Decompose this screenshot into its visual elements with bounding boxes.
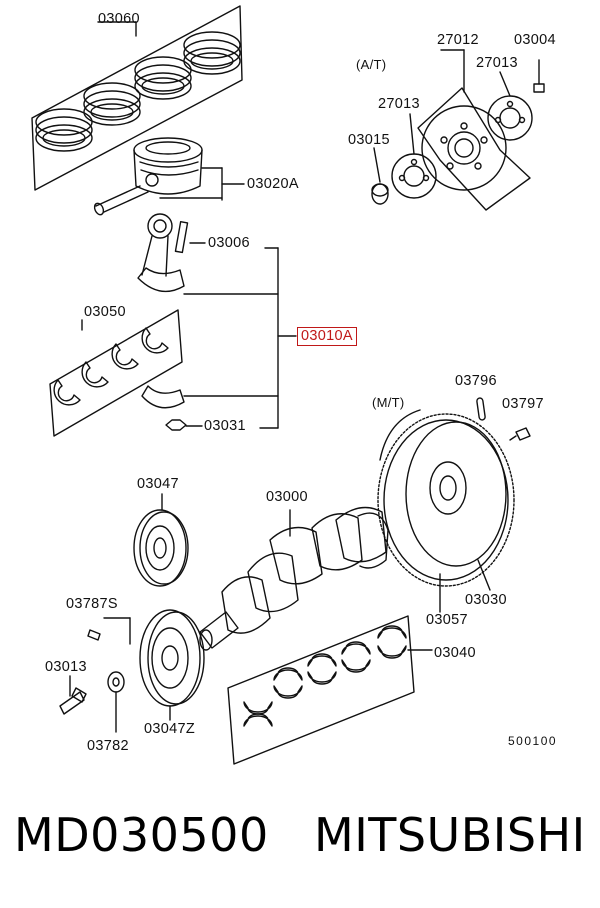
piston-rings-part	[31, 5, 243, 191]
callout-adapter-plate-left[interactable]: 27013	[378, 96, 420, 112]
callout-main-bearings[interactable]: 03040	[434, 645, 476, 661]
callout-piston[interactable]: 03020A	[247, 176, 299, 192]
callout-damper-pulley[interactable]: 03047	[137, 476, 179, 492]
connecting-rod-part	[137, 213, 297, 431]
callout-adapter-plate-right[interactable]: 27013	[476, 55, 518, 71]
callout-crankshaft[interactable]: 03000	[266, 489, 308, 505]
callout-bushing[interactable]: 03015	[348, 132, 390, 148]
at-transmission-label: (A/T)	[356, 57, 387, 72]
callout-conrod-assy-highlighted[interactable]: 03010A	[297, 327, 357, 346]
part-number: MD030500	[14, 808, 269, 862]
callout-drive-plate-bolt[interactable]: 03004	[514, 32, 556, 48]
drawing-number: 500100	[508, 734, 558, 748]
callout-rod-nut[interactable]: 03031	[204, 418, 246, 434]
mt-transmission-label: (M/T)	[372, 395, 405, 410]
brand-name: MITSUBISHI	[314, 808, 586, 862]
callout-flywheel-bolt[interactable]: 03797	[502, 396, 544, 412]
drive-plate-part	[371, 49, 545, 211]
crank-pulley-part	[59, 609, 205, 733]
callout-ring-gear[interactable]: 03057	[426, 612, 468, 628]
callout-drive-plate[interactable]: 27012	[437, 32, 479, 48]
callout-flywheel[interactable]: 03030	[465, 592, 507, 608]
callout-rod-bearings[interactable]: 03050	[84, 304, 126, 320]
callout-piston-rings[interactable]: 03060	[98, 11, 140, 27]
rod-bearings-part	[49, 309, 183, 437]
callout-pin[interactable]: 03796	[455, 373, 497, 389]
callout-key[interactable]: 03787S	[66, 596, 118, 612]
part-caption: MD030500 MITSUBISHI	[14, 812, 594, 872]
crankshaft-part	[199, 506, 389, 651]
callout-washer[interactable]: 03782	[87, 738, 129, 754]
callout-pulley-assy[interactable]: 03047Z	[144, 721, 195, 737]
damper-pulley-part	[133, 493, 189, 587]
callout-pulley-bolt[interactable]: 03013	[45, 659, 87, 675]
flywheel-part	[377, 397, 531, 613]
piston-part	[93, 137, 245, 216]
callout-rod-bolt[interactable]: 03006	[208, 235, 250, 251]
main-bearings-part	[227, 615, 433, 765]
